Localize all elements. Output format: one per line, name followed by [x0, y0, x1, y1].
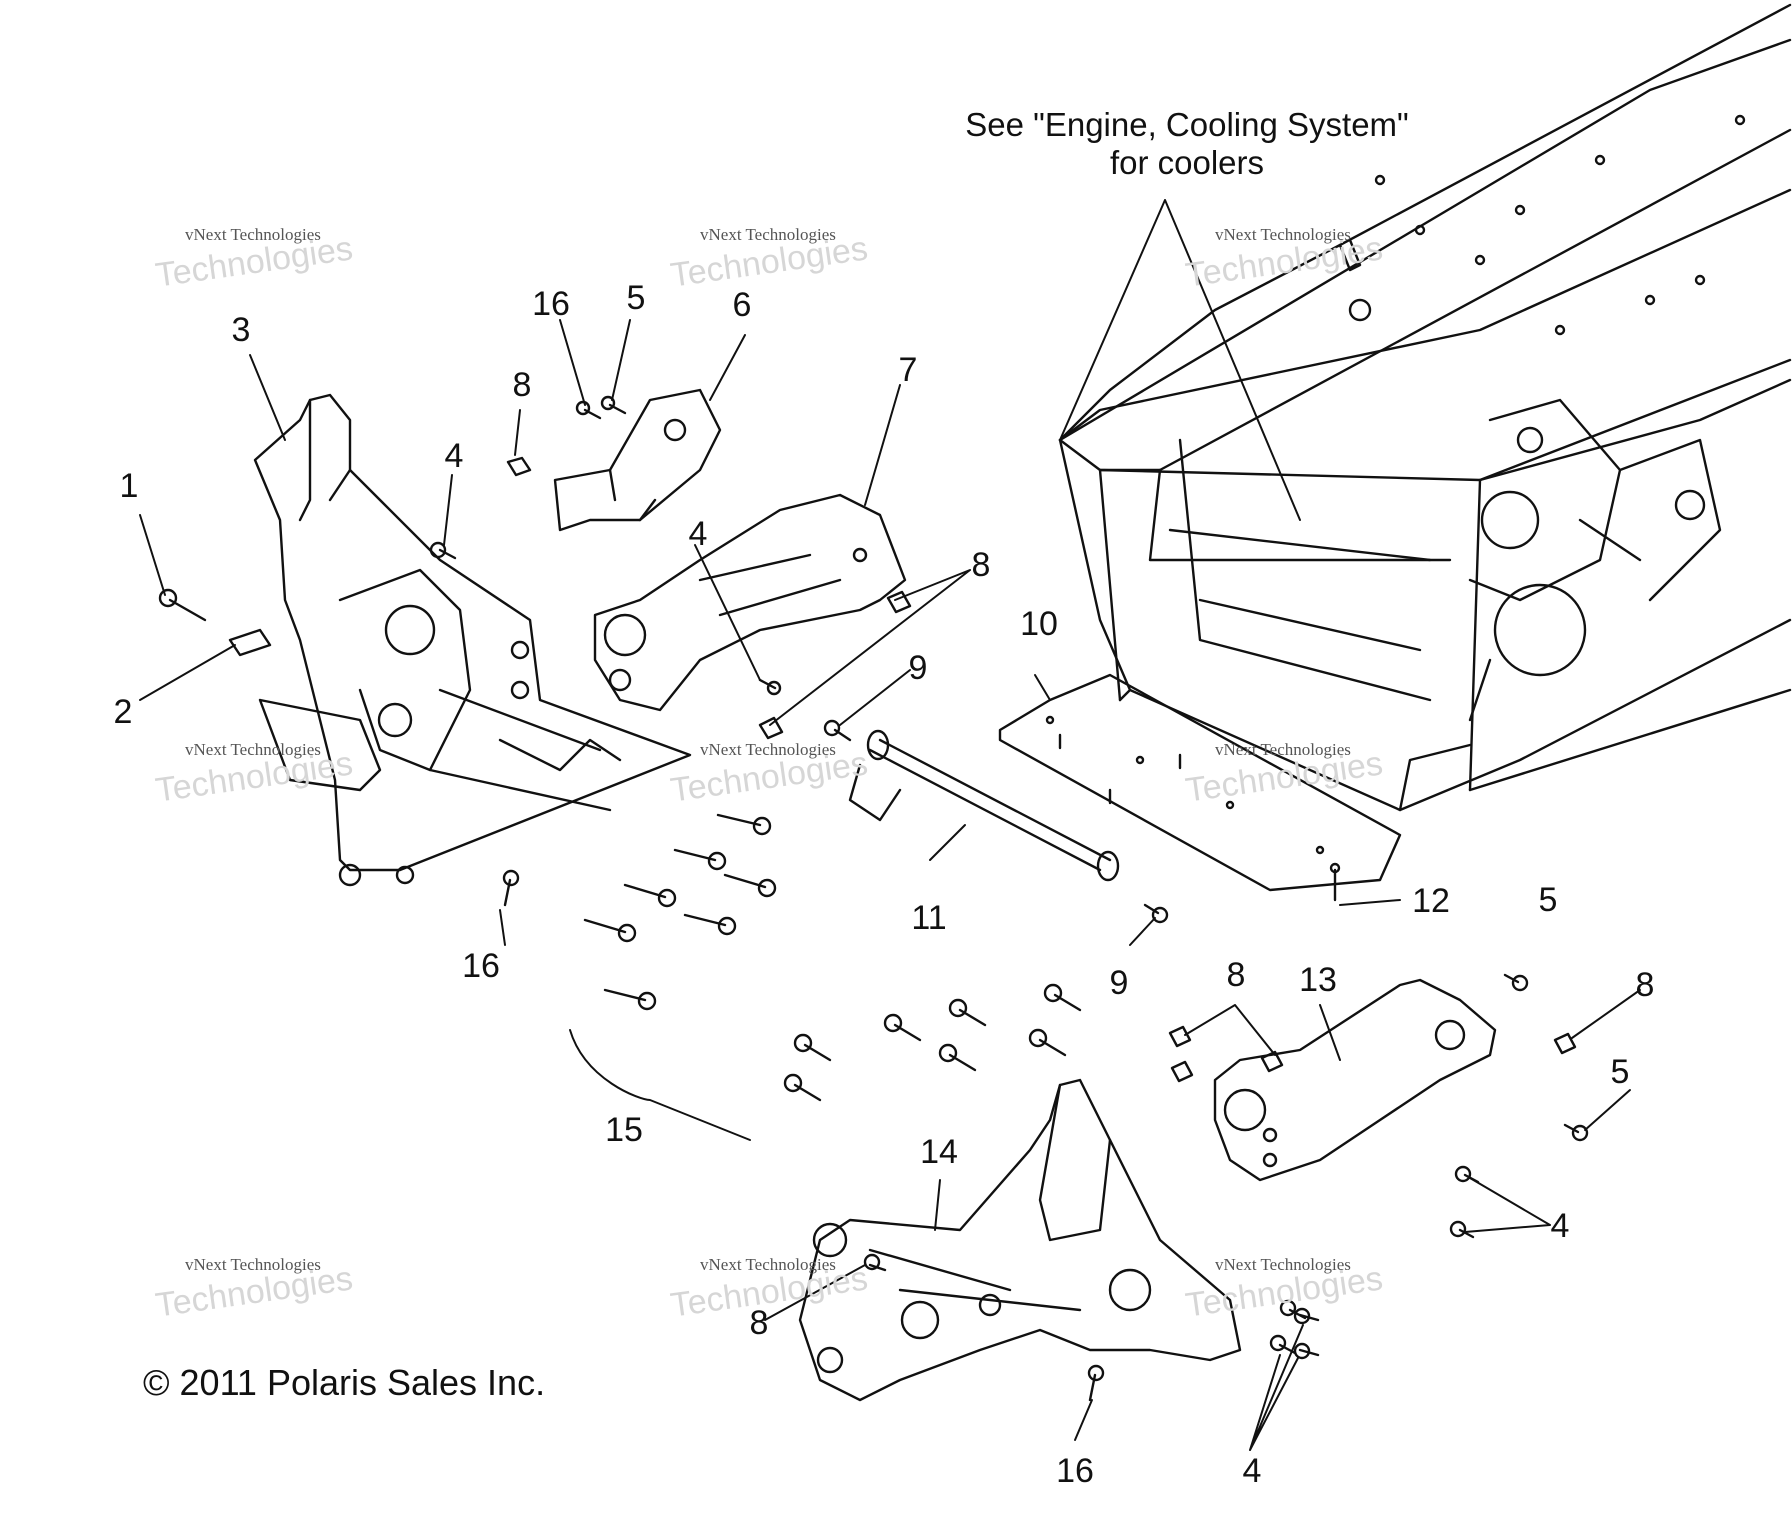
callout-7: 7: [898, 351, 918, 389]
callout-8-right-b: 8: [1635, 966, 1655, 1004]
callout-5-right-bottom: 5: [1610, 1053, 1630, 1091]
lower-bulkhead-part-14: [798, 1078, 1242, 1402]
callout-16-top: 16: [532, 285, 570, 323]
callout-4-bottom: 4: [1242, 1452, 1262, 1490]
callout-8-top-left: 8: [512, 366, 532, 404]
mount-part-7: [593, 493, 907, 712]
callout-5-right-top: 5: [1538, 881, 1558, 919]
copyright-text: © 2011 Polaris Sales Inc.: [143, 1362, 546, 1403]
callout-9-bottom: 9: [1109, 964, 1129, 1002]
cross-reference-note: See "Engine, Cooling System" for coolers: [965, 106, 1409, 182]
callout-13: 13: [1299, 961, 1337, 999]
callout-14: 14: [920, 1133, 958, 1171]
callout-16-left: 16: [462, 947, 500, 985]
bracket-part-6: [553, 388, 722, 532]
leader-lines: [139, 199, 1641, 1451]
callout-2: 2: [113, 693, 133, 731]
callout-11: 11: [911, 899, 947, 937]
callout-4-left: 4: [444, 437, 464, 475]
callout-16-bottom: 16: [1056, 1452, 1094, 1490]
callout-8-mid: 8: [971, 546, 991, 584]
callout-15: 15: [605, 1111, 643, 1149]
skid-plate-part-10: [998, 673, 1402, 892]
callout-12: 12: [1412, 882, 1450, 920]
callout-4-right: 4: [1550, 1207, 1570, 1245]
callout-4-mid: 4: [688, 515, 708, 553]
callout-5-top: 5: [626, 279, 646, 317]
note-line-2: for coolers: [1109, 143, 1265, 181]
left-bulkhead-part-3: [253, 393, 692, 887]
note-line-1: See "Engine, Cooling System": [965, 106, 1409, 143]
hardware-bolts: [158, 395, 1589, 1402]
callout-3: 3: [231, 311, 251, 349]
callout-9-top: 9: [908, 649, 928, 687]
shaft-part-11: [848, 729, 1120, 882]
callout-1: 1: [119, 467, 139, 505]
callout-8-right-a: 8: [1226, 956, 1246, 994]
mount-part-13: [1213, 978, 1497, 1182]
callout-10: 10: [1020, 605, 1058, 643]
callout-6: 6: [732, 286, 752, 324]
callout-8-bottom: 8: [749, 1304, 769, 1342]
chassis-frame: [1058, 3, 1792, 812]
